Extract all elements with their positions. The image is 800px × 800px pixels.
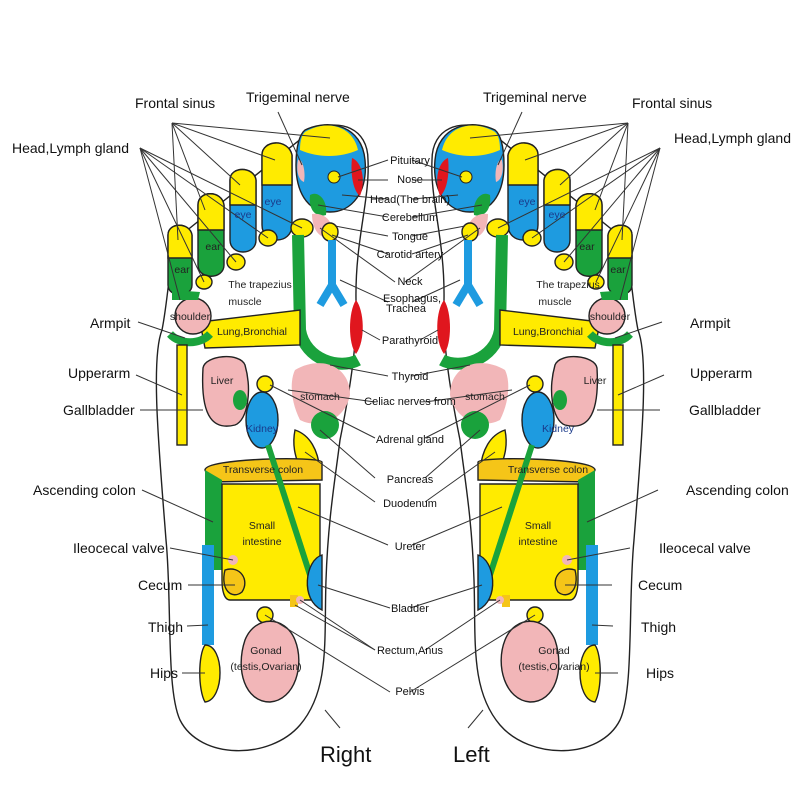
label-eye: eye [265, 196, 282, 208]
label-head-the-brain: Head(The brain) [370, 194, 450, 206]
label-gonad: Gonad [538, 645, 570, 657]
label-ear: ear [579, 241, 595, 253]
label-upperarm: Upperarm [68, 365, 130, 381]
label-nose: Nose [397, 174, 423, 186]
label-parathyroid: Parathyroid [382, 335, 438, 347]
label-thigh: Thigh [148, 619, 183, 635]
label-transverse-colon: Transverse colon [223, 464, 303, 476]
inner-labels-left-foot: eye eye ear ear The trapezius muscle sho… [465, 196, 630, 673]
label-esophagus: Esophagus, [383, 293, 441, 305]
label-thyroid: Thyroid [392, 371, 429, 383]
label-hips: Hips [646, 665, 674, 681]
label-gonad: Gonad [250, 645, 282, 657]
label-lung-bronchial: Lung,Bronchial [217, 326, 287, 338]
label-neck: Neck [397, 276, 423, 288]
outer-labels-left-foot: Frontal sinus Trigeminal nerve Head,Lymp… [483, 89, 791, 681]
label-trapezius: The trapezius [228, 279, 292, 291]
label-gonad-detail: (testis,Ovarian) [230, 661, 301, 673]
label-cerebellum: Cerebellum [382, 212, 438, 224]
label-ascending-colon: Ascending colon [33, 482, 136, 498]
label-cecum: Cecum [638, 577, 682, 593]
label-ascending-colon: Ascending colon [686, 482, 789, 498]
label-tongue: Tongue [392, 231, 428, 243]
label-upperarm: Upperarm [690, 365, 752, 381]
label-ear: ear [174, 264, 190, 276]
label-eye: eye [519, 196, 536, 208]
label-ileocecal-valve: Ileocecal valve [73, 540, 165, 556]
label-liver: Liver [211, 375, 234, 387]
inner-labels-right-foot: eye eye ear ear The trapezius muscle sho… [170, 196, 340, 673]
label-kidney: Kidney [542, 423, 575, 435]
label-armpit: Armpit [690, 315, 731, 331]
label-transverse-colon: Transverse colon [508, 464, 588, 476]
label-trachea: Trachea [386, 303, 427, 315]
label-trapezius-muscle: muscle [228, 296, 261, 308]
label-trigeminal-nerve: Trigeminal nerve [246, 89, 350, 105]
label-eye: eye [235, 209, 252, 221]
label-stomach: stomach [300, 391, 340, 403]
label-frontal-sinus: Frontal sinus [632, 95, 712, 111]
label-head-lymph-gland: Head,Lymph gland [674, 130, 791, 146]
label-eye: eye [549, 209, 566, 221]
leader-lines [135, 111, 484, 729]
label-trigeminal-nerve: Trigeminal nerve [483, 89, 587, 105]
label-gonad-detail: (testis,Ovarian) [518, 661, 589, 673]
label-small: Small [249, 520, 275, 532]
label-left-foot: Left [453, 742, 490, 767]
label-celiac-nerves-from: Celiac nerves from [364, 396, 456, 408]
label-head-lymph-gland: Head,Lymph gland [12, 140, 129, 156]
label-ureter: Ureter [395, 541, 426, 553]
label-shoulder: shoulder [590, 311, 631, 323]
label-armpit: Armpit [90, 315, 131, 331]
label-ileocecal-valve: Ileocecal valve [659, 540, 751, 556]
label-ear: ear [610, 264, 626, 276]
label-lung-bronchial: Lung,Bronchial [513, 326, 583, 338]
outer-labels-right-foot: Frontal sinus Trigeminal nerve Head,Lymp… [12, 89, 350, 681]
label-pelvis: Pelvis [395, 686, 425, 698]
label-cecum: Cecum [138, 577, 182, 593]
label-carotid-artery: Carotid artery [377, 249, 444, 261]
label-hips: Hips [150, 665, 178, 681]
label-pituitary: Pituitary [390, 155, 430, 167]
label-bladder: Bladder [391, 603, 429, 615]
label-intestine: intestine [242, 536, 281, 548]
label-shoulder: shoulder [170, 311, 211, 323]
label-rectum-anus: Rectum,Anus [377, 645, 444, 657]
label-small: Small [525, 520, 551, 532]
center-labels: Pituitary Nose Head(The brain) Cerebellu… [364, 155, 456, 698]
label-gallbladder: Gallbladder [63, 402, 135, 418]
label-pancreas: Pancreas [387, 474, 434, 486]
label-trapezius-muscle: muscle [538, 296, 571, 308]
label-trapezius: The trapezius [536, 279, 600, 291]
label-duodenum: Duodenum [383, 498, 437, 510]
leader-lines-mirrored [404, 111, 665, 693]
label-kidney: Kidney [246, 423, 279, 435]
label-liver: Liver [584, 375, 607, 387]
label-intestine: intestine [518, 536, 557, 548]
label-gallbladder: Gallbladder [689, 402, 761, 418]
label-frontal-sinus: Frontal sinus [135, 95, 215, 111]
label-right-foot: Right [320, 742, 371, 767]
label-thigh: Thigh [641, 619, 676, 635]
label-ear: ear [205, 241, 221, 253]
label-adrenal-gland: Adrenal gland [376, 434, 444, 446]
label-stomach: stomach [465, 391, 505, 403]
